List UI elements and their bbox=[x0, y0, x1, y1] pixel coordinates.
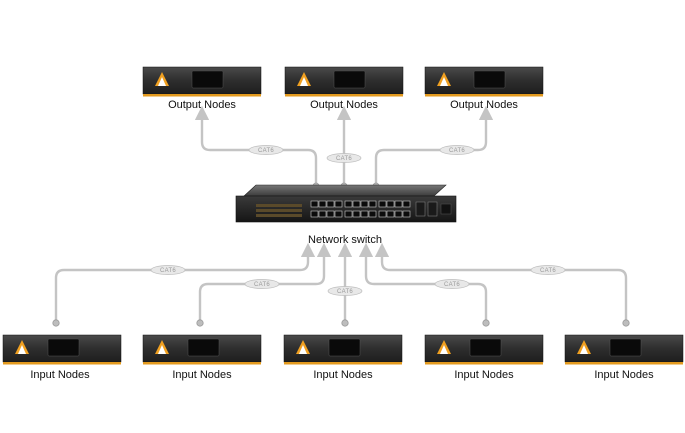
output-node bbox=[424, 66, 544, 97]
input-node bbox=[142, 334, 262, 365]
device-screen bbox=[47, 338, 80, 357]
pyramid-logo-icon bbox=[15, 340, 29, 354]
network-switch: Network switch bbox=[235, 184, 457, 246]
output-node-label: Output Nodes bbox=[310, 99, 378, 111]
cable-input-4 bbox=[358, 242, 488, 324]
pyramid-logo-icon bbox=[155, 72, 169, 86]
pyramid-logo-icon bbox=[577, 340, 591, 354]
cable-labels: CAT6 CAT6 CAT6 CAT6 CAT6 CAT6 CAT6 CAT6 bbox=[150, 145, 566, 296]
switch-console-port bbox=[440, 203, 452, 215]
cable-input-5 bbox=[374, 242, 628, 324]
cable-label-text: CAT6 bbox=[258, 148, 274, 154]
connector-dot-icon bbox=[196, 319, 204, 327]
output-node-label: Output Nodes bbox=[168, 99, 236, 111]
cable-label-text: CAT6 bbox=[337, 289, 353, 295]
device-screen bbox=[191, 70, 224, 89]
cable-label: CAT6 bbox=[439, 145, 475, 155]
input-node bbox=[424, 334, 544, 365]
cable-label-text: CAT6 bbox=[254, 282, 270, 288]
pyramid-logo-icon bbox=[155, 340, 169, 354]
switch-ports bbox=[310, 200, 411, 218]
device-screen bbox=[187, 338, 220, 357]
pyramid-logo-icon bbox=[297, 72, 311, 86]
input-node-label: Input Nodes bbox=[172, 369, 232, 381]
input-node-label: Input Nodes bbox=[30, 369, 90, 381]
device-screen bbox=[609, 338, 642, 357]
cable-label-text: CAT6 bbox=[449, 148, 465, 154]
cable-label-text: CAT6 bbox=[336, 156, 352, 162]
cable-label: CAT6 bbox=[150, 265, 186, 275]
pyramid-logo-icon bbox=[296, 340, 310, 354]
cable-label-text: CAT6 bbox=[540, 268, 556, 274]
device-screen bbox=[328, 338, 361, 357]
cable-label: CAT6 bbox=[248, 145, 284, 155]
cable-label: CAT6 bbox=[326, 153, 362, 163]
input-node-label: Input Nodes bbox=[313, 369, 373, 381]
input-node bbox=[564, 334, 684, 365]
pyramid-logo-icon bbox=[437, 72, 451, 86]
connector-dot-icon bbox=[52, 319, 60, 327]
cable-label: CAT6 bbox=[244, 279, 280, 289]
output-node-label: Output Nodes bbox=[450, 99, 518, 111]
connector-dot-icon bbox=[622, 319, 630, 327]
input-node-label: Input Nodes bbox=[594, 369, 654, 381]
switch-led-panel bbox=[256, 204, 302, 217]
output-node bbox=[142, 66, 262, 97]
cable-output-3 bbox=[374, 105, 494, 188]
input-node bbox=[283, 334, 403, 365]
connector-dot-icon bbox=[341, 319, 349, 327]
device-screen bbox=[469, 338, 502, 357]
input-node-label: Input Nodes bbox=[454, 369, 514, 381]
pyramid-logo-icon bbox=[437, 340, 451, 354]
cable-label-text: CAT6 bbox=[160, 268, 176, 274]
device-screen bbox=[333, 70, 366, 89]
device-screen bbox=[473, 70, 506, 89]
switch-sfp-slots bbox=[415, 201, 438, 217]
cable-label-text: CAT6 bbox=[444, 282, 460, 288]
cable-label: CAT6 bbox=[530, 265, 566, 275]
input-node bbox=[2, 334, 122, 365]
switch-label: Network switch bbox=[308, 234, 382, 246]
cable-label: CAT6 bbox=[327, 286, 363, 296]
connector-dot-icon bbox=[482, 319, 490, 327]
output-node bbox=[284, 66, 404, 97]
cable-label: CAT6 bbox=[434, 279, 470, 289]
